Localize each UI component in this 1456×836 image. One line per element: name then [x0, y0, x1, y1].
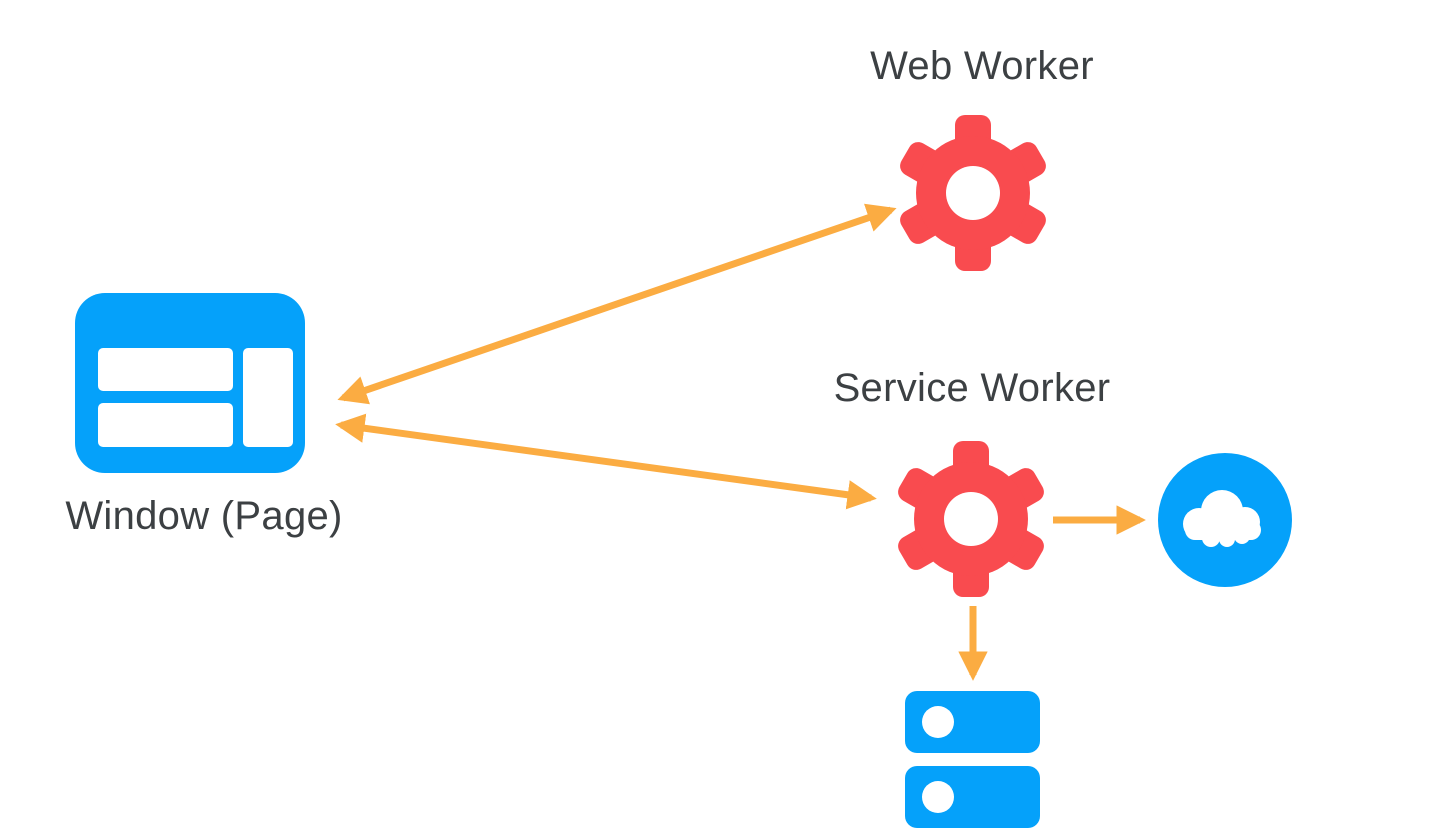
gear-icon: [898, 441, 1044, 597]
web-worker-label: Web Worker: [870, 44, 1094, 88]
service-worker-label: Service Worker: [833, 366, 1111, 410]
cloud-icon: [1158, 453, 1292, 587]
gear-icon: [900, 115, 1046, 271]
edge-window-serviceworker: [335, 413, 877, 510]
window-page-label: Window (Page): [65, 494, 343, 538]
browser-window-icon: [75, 293, 305, 473]
database-icon: [905, 691, 1040, 828]
